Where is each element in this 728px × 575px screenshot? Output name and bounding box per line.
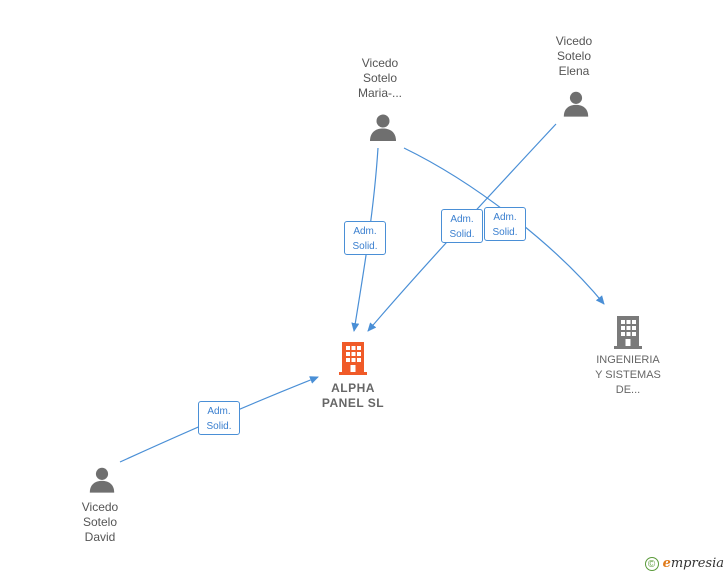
brand-rest: mpresia: [670, 556, 724, 571]
person-label-david: Vicedo Sotelo David: [81, 500, 119, 544]
edge-label-maria-ingenieria[interactable]: Adm. Solid.: [484, 207, 526, 241]
company-label-alpha: ALPHA PANEL SL: [321, 381, 385, 410]
edge-label-line2: Solid.: [206, 421, 232, 432]
person-node-david[interactable]: [87, 465, 117, 494]
edge-label-line1: Adm.: [493, 212, 517, 223]
person-icon: [370, 114, 396, 141]
building-icon: [614, 316, 642, 349]
brand-initial: e: [662, 556, 671, 571]
person-label-maria: Vicedo Sotelo Maria-...: [357, 56, 402, 100]
company-label-ingenieria: INGENIERIA Y SISTEMAS DE...: [595, 354, 661, 396]
person-label-elena: Vicedo Sotelo Elena: [555, 34, 593, 78]
person-node-maria[interactable]: [367, 112, 399, 142]
company-node-ingenieria[interactable]: [612, 314, 644, 350]
edge-label-line1: Adm.: [450, 214, 474, 225]
person-icon: [89, 467, 115, 493]
brand-logo[interactable]: empresia: [663, 556, 724, 571]
company-node-alpha[interactable]: [337, 340, 369, 376]
edge-label-elena-alpha[interactable]: Adm. Solid.: [441, 209, 483, 243]
building-icon: [339, 342, 367, 375]
edge-label-maria-alpha[interactable]: Adm. Solid.: [344, 221, 386, 255]
edge-label-line2: Solid.: [352, 241, 378, 252]
person-node-elena[interactable]: [561, 89, 591, 118]
person-icon: [563, 91, 589, 117]
copyright-icon: ©: [644, 556, 659, 571]
edge-label-line1: Adm.: [353, 226, 377, 237]
footer-brand: © empresia: [644, 556, 724, 571]
edge-label-line1: Adm.: [207, 406, 231, 417]
edge-label-david-alpha[interactable]: Adm. Solid.: [198, 401, 240, 435]
edge-label-line2: Solid.: [449, 229, 475, 240]
edge-label-line2: Solid.: [492, 227, 518, 238]
